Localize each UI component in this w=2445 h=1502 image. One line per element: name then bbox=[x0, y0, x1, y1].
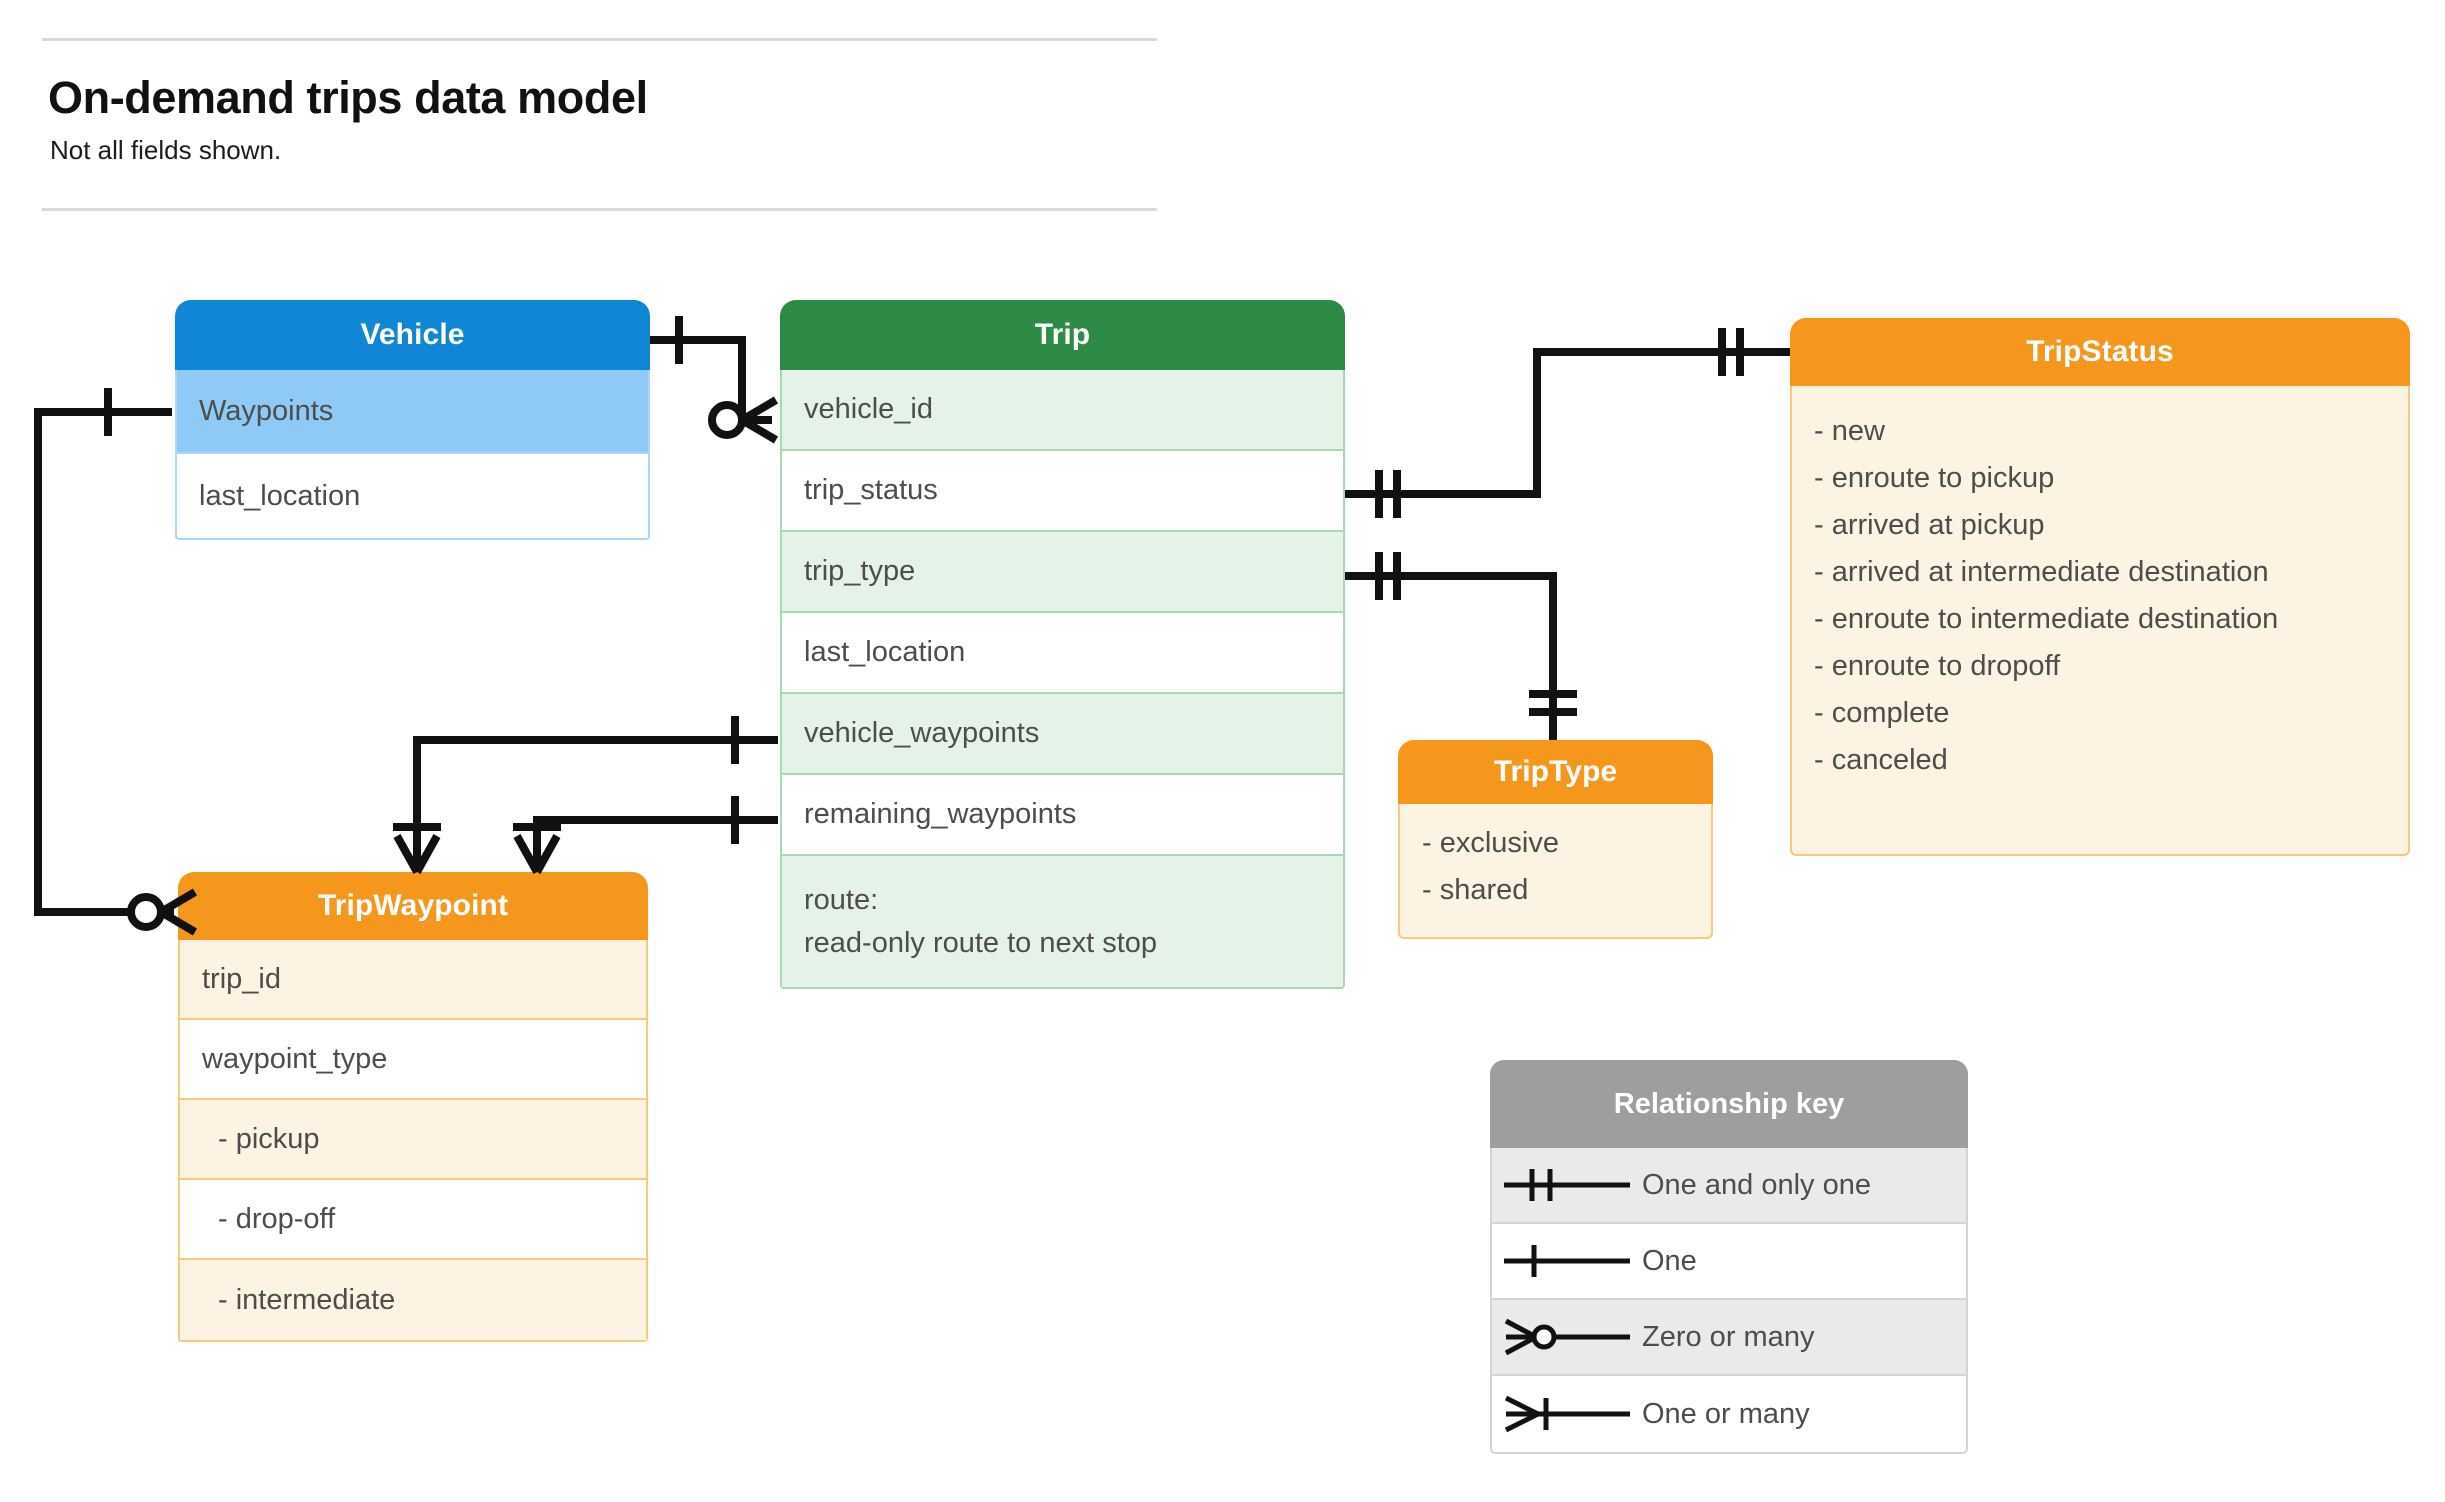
legend-label: Zero or many bbox=[1642, 1320, 1815, 1353]
route-description: read-only route to next stop bbox=[804, 926, 1158, 959]
divider-bottom bbox=[42, 208, 1157, 211]
legend-row[interactable]: Zero or many bbox=[1492, 1300, 1966, 1376]
connector-vehicle-trip bbox=[650, 316, 779, 444]
enum-value: - new bbox=[1814, 415, 1885, 447]
legend-label: One or many bbox=[1642, 1397, 1810, 1430]
connector-vehicle-tripwaypoint bbox=[34, 388, 198, 936]
enum-value: - enroute to pickup bbox=[1814, 462, 2055, 494]
field-row[interactable]: - pickup bbox=[180, 1100, 646, 1180]
enum-value: - exclusive bbox=[1422, 827, 1559, 859]
field-row-route[interactable]: route: read-only route to next stop bbox=[782, 856, 1343, 987]
relationship-key-legend[interactable]: Relationship key One and only one bbox=[1490, 1060, 1968, 1454]
field-row[interactable]: vehicle_waypoints bbox=[782, 694, 1343, 775]
legend-label: One bbox=[1642, 1244, 1697, 1277]
one-or-many-icon bbox=[1492, 1392, 1642, 1436]
legend-row[interactable]: One bbox=[1492, 1224, 1966, 1300]
enum-value: - arrived at intermediate destination bbox=[1814, 556, 2269, 588]
entity-vehicle-title: Vehicle bbox=[175, 300, 650, 370]
divider-top bbox=[42, 38, 1157, 41]
page-title: On-demand trips data model bbox=[48, 72, 648, 123]
field-row[interactable]: vehicle_id bbox=[782, 370, 1343, 451]
legend-title: Relationship key bbox=[1490, 1060, 1968, 1148]
field-row[interactable]: waypoint_type bbox=[180, 1020, 646, 1100]
entity-trip[interactable]: Trip vehicle_id trip_status trip_type la… bbox=[780, 300, 1345, 989]
entity-tripstatus-values: - new - enroute to pickup - arrived at p… bbox=[1790, 386, 2410, 856]
connector-trip-remainingwaypoints bbox=[513, 796, 778, 874]
legend-rows: One and only one One bbox=[1490, 1148, 1968, 1454]
entity-tripwaypoint[interactable]: TripWaypoint trip_id waypoint_type - pic… bbox=[178, 872, 648, 1342]
legend-label: One and only one bbox=[1642, 1168, 1871, 1201]
entity-vehicle[interactable]: Vehicle Waypoints last_location bbox=[175, 300, 650, 540]
field-row[interactable]: last_location bbox=[782, 613, 1343, 694]
field-row[interactable]: Waypoints bbox=[177, 370, 648, 454]
enum-value: - complete bbox=[1814, 697, 1950, 729]
entity-tripwaypoint-title: TripWaypoint bbox=[178, 872, 648, 940]
connector-trip-vehiclewaypoints bbox=[393, 716, 778, 874]
connector-trip-triptype bbox=[1345, 552, 1577, 740]
entity-triptype-values: - exclusive - shared bbox=[1398, 804, 1713, 939]
entity-trip-title: Trip bbox=[780, 300, 1345, 370]
one-and-only-one-icon bbox=[1492, 1163, 1642, 1207]
entity-tripstatus-title: TripStatus bbox=[1790, 318, 2410, 386]
field-row[interactable]: last_location bbox=[199, 479, 361, 512]
field-row[interactable]: - intermediate bbox=[180, 1260, 646, 1340]
field-row[interactable]: remaining_waypoints bbox=[782, 775, 1343, 856]
entity-vehicle-fields: Waypoints last_location bbox=[175, 370, 650, 540]
enum-value: - enroute to intermediate destination bbox=[1814, 603, 2279, 635]
one-icon bbox=[1492, 1239, 1642, 1283]
field-row[interactable]: trip_status bbox=[782, 451, 1343, 532]
zero-or-many-icon bbox=[1492, 1315, 1642, 1359]
enum-value: - canceled bbox=[1814, 744, 1948, 776]
entity-triptype[interactable]: TripType - exclusive - shared bbox=[1398, 740, 1713, 939]
entity-trip-fields: vehicle_id trip_status trip_type last_lo… bbox=[780, 370, 1345, 989]
enum-value: - arrived at pickup bbox=[1814, 509, 2045, 541]
entity-triptype-title: TripType bbox=[1398, 740, 1713, 804]
enum-value: - enroute to dropoff bbox=[1814, 650, 2061, 682]
field-row[interactable]: trip_id bbox=[180, 940, 646, 1020]
enum-value: - shared bbox=[1422, 874, 1529, 906]
entity-tripwaypoint-fields: trip_id waypoint_type - pickup - drop-of… bbox=[178, 940, 648, 1342]
field-row[interactable]: - drop-off bbox=[180, 1180, 646, 1260]
field-row[interactable]: trip_type bbox=[782, 532, 1343, 613]
page-subtitle: Not all fields shown. bbox=[50, 135, 282, 165]
legend-row[interactable]: One and only one bbox=[1492, 1148, 1966, 1224]
entity-tripstatus[interactable]: TripStatus - new - enroute to pickup - a… bbox=[1790, 318, 2410, 856]
legend-row[interactable]: One or many bbox=[1492, 1376, 1966, 1452]
connector-trip-tripstatus bbox=[1345, 328, 1790, 518]
route-label: route: bbox=[804, 884, 879, 917]
